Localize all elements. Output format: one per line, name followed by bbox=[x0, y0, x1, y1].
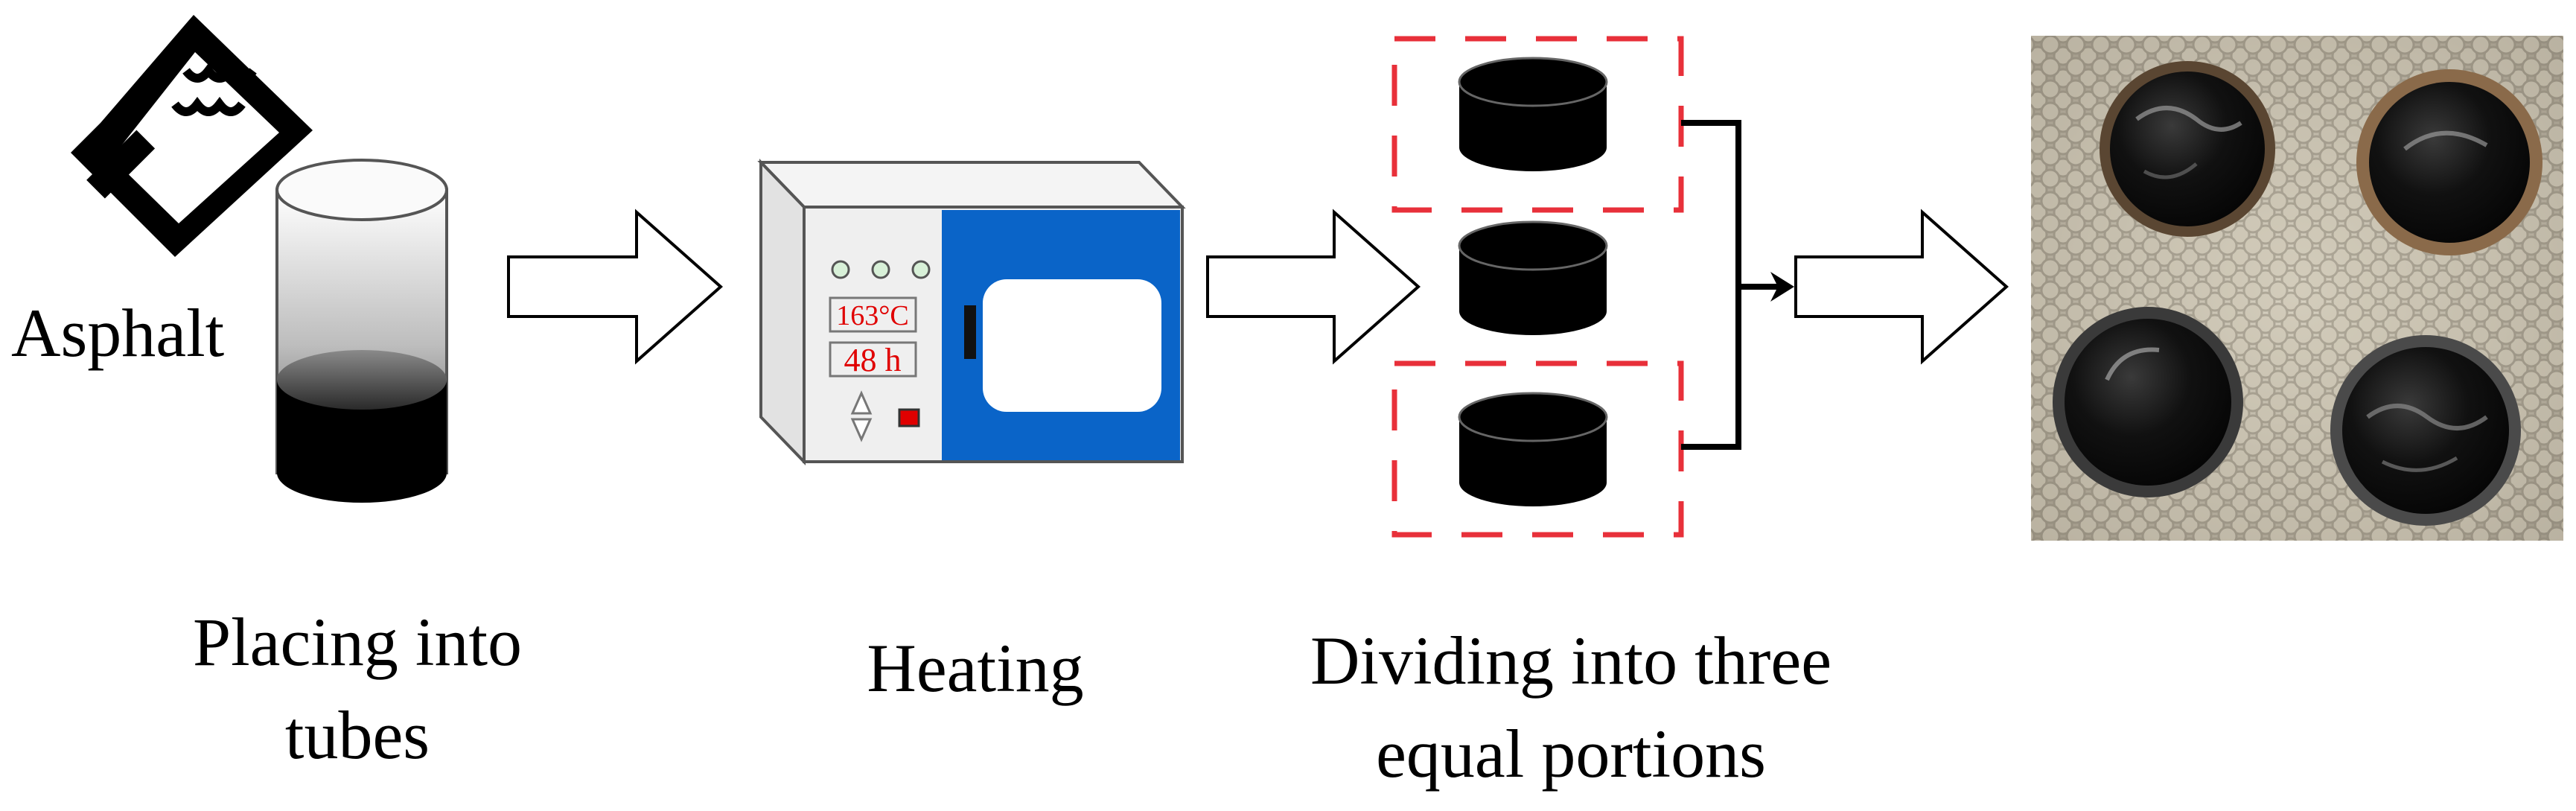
power-button-icon bbox=[898, 408, 920, 427]
step-3-caption-line-1: Dividing into three bbox=[1310, 623, 1832, 699]
arrow-1-icon bbox=[507, 209, 724, 365]
time-readout: 48 h bbox=[844, 342, 902, 378]
portion-3-icon bbox=[1458, 392, 1608, 506]
sample-dish-4 bbox=[2330, 335, 2521, 526]
step-1-caption-line-2: tubes bbox=[284, 697, 430, 773]
temperature-display bbox=[829, 296, 917, 333]
sample-dish-3 bbox=[2053, 307, 2243, 497]
sample-dish-1 bbox=[2100, 61, 2275, 237]
portion-2-icon bbox=[1458, 220, 1608, 335]
asphalt-label: Asphalt bbox=[11, 295, 225, 371]
bracket-connector bbox=[1681, 120, 1779, 450]
temperature-readout: 163°C bbox=[836, 300, 909, 331]
test-tube-icon bbox=[275, 159, 448, 503]
sample-photo bbox=[2031, 36, 2563, 541]
pouring-beaker-icon bbox=[71, 15, 313, 257]
portion-1-icon bbox=[1458, 57, 1608, 171]
up-down-arrows-icon bbox=[850, 390, 873, 442]
step-1-caption: Placing into tubes bbox=[149, 596, 566, 782]
indicator-light-1-icon bbox=[831, 260, 850, 279]
step-1-caption-line-1: Placing into bbox=[192, 604, 523, 680]
arrow-3-icon bbox=[1794, 209, 2009, 365]
step-3-caption: Dividing into three equal portions bbox=[1251, 614, 1891, 801]
step-3-caption-line-2: equal portions bbox=[1376, 716, 1766, 792]
oven-icon: 163°C 48 h bbox=[757, 159, 1186, 465]
arrow-2-icon bbox=[1206, 209, 1421, 365]
indicator-light-3-icon bbox=[911, 260, 931, 279]
sample-dish-2 bbox=[2356, 69, 2542, 255]
indicator-light-2-icon bbox=[871, 260, 890, 279]
step-2-caption: Heating bbox=[782, 622, 1169, 715]
bracket-arrowhead-icon bbox=[1770, 272, 1794, 302]
step-2-caption-line-1: Heating bbox=[867, 630, 1084, 706]
time-display bbox=[829, 341, 917, 378]
